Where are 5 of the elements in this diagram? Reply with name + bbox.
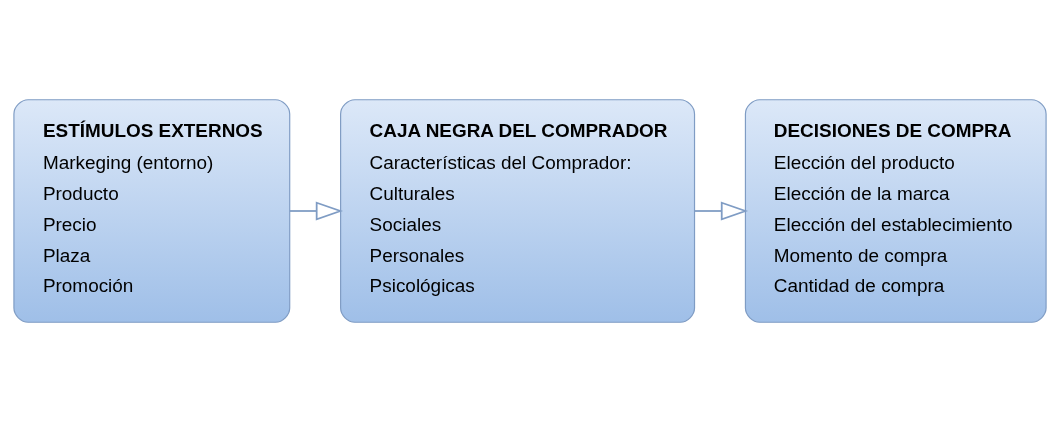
- node-box: DECISIONES DE COMPRA Elección del producto Elección de la marca Elección del establecimiento Momento de compra Cantidad de compra: [744, 98, 1047, 323]
- arrow: [289, 200, 344, 221]
- arrow: [693, 200, 749, 221]
- node-box: ESTÍMULOS EXTERNOS Markeging (entorno) Producto Precio Plaza Promoción: [13, 98, 291, 323]
- node-box: CAJA NEGRA DEL COMPRADOR Características del Comprador: Culturales Sociales Personales Psicológicas: [340, 98, 696, 323]
